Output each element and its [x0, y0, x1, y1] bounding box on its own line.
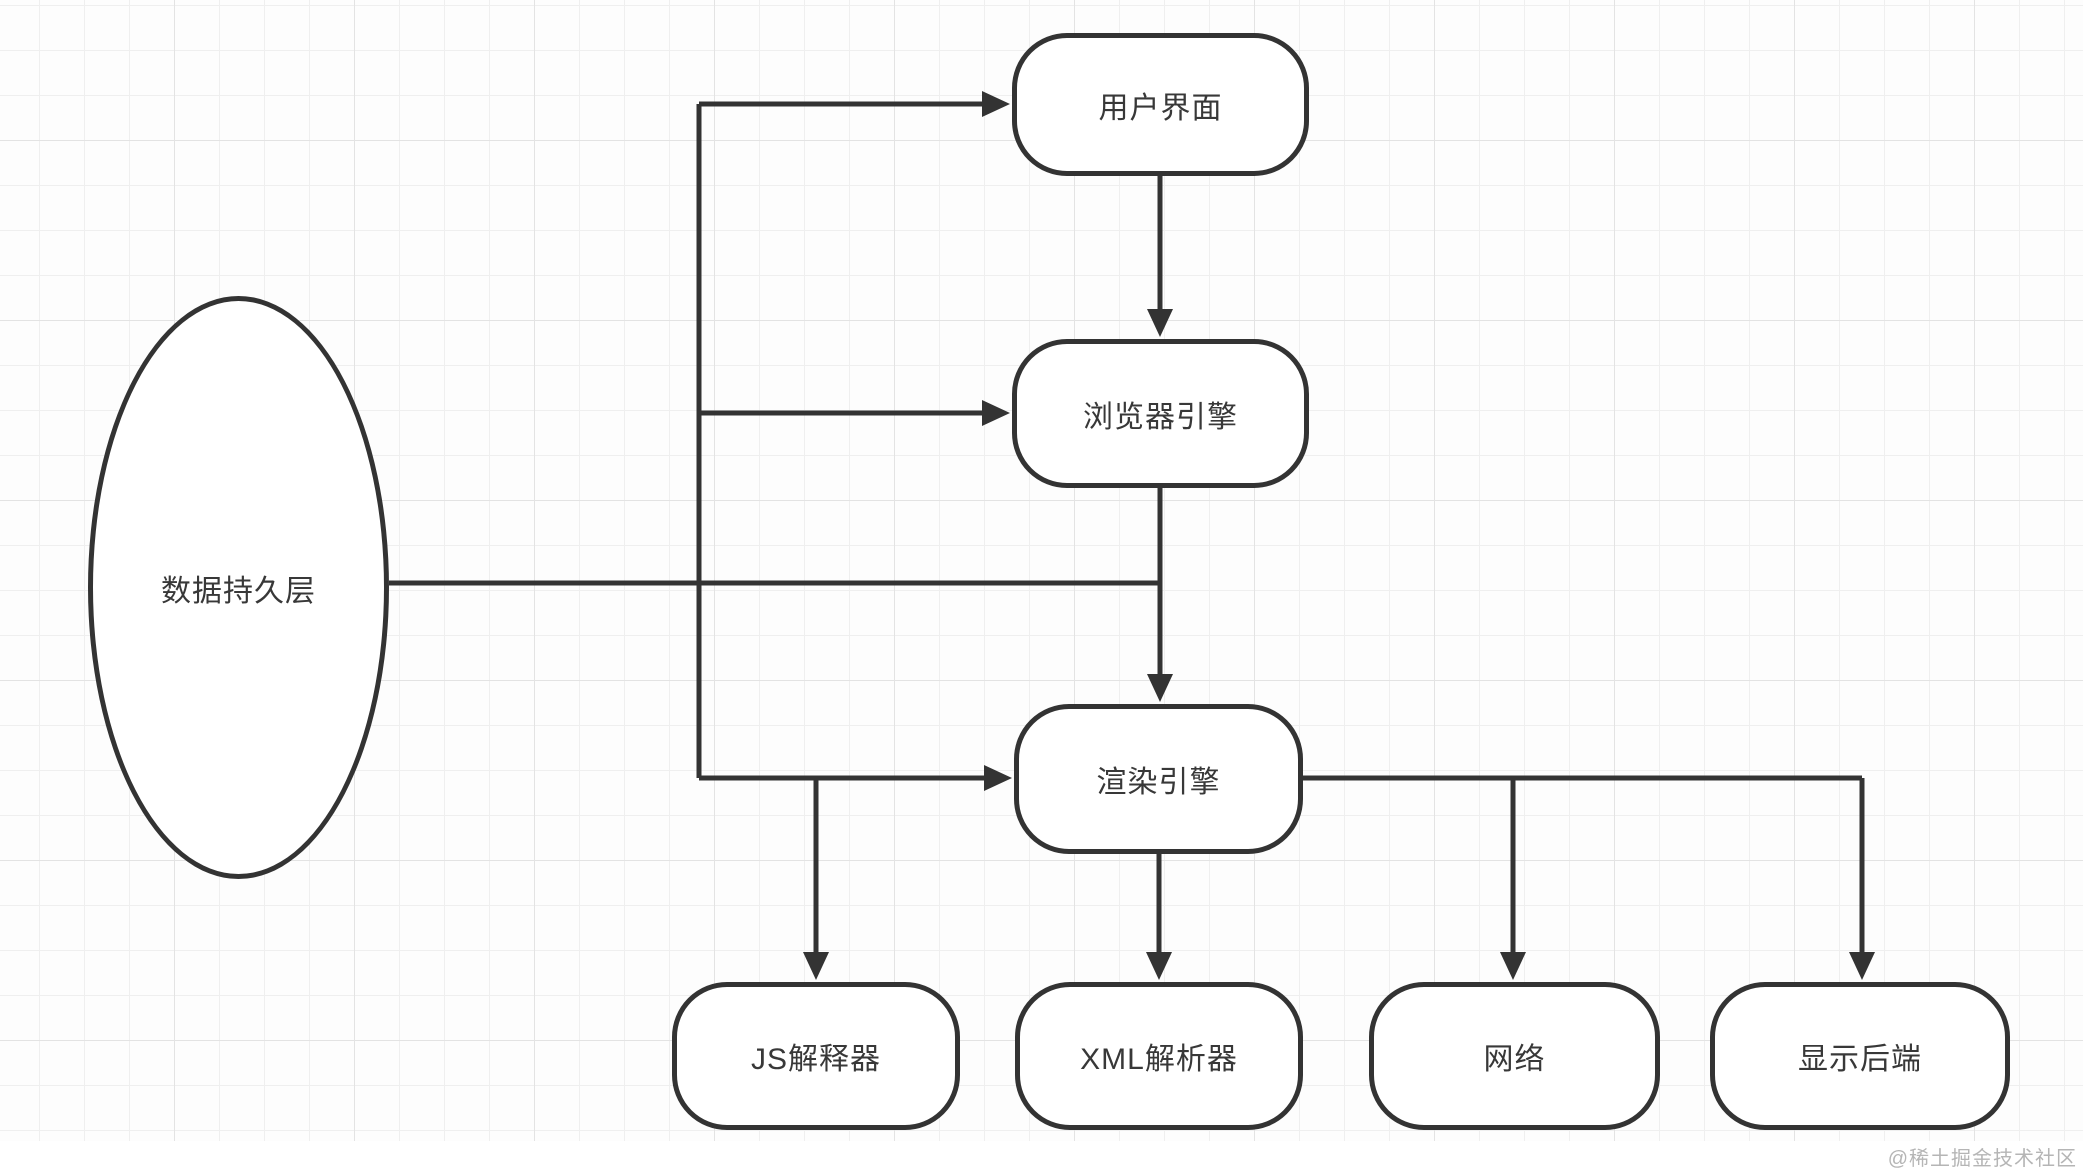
- arrowhead-xml-parser: [1146, 952, 1172, 980]
- node-user-interface: 用户界面: [1012, 33, 1309, 176]
- node-xml-parser: XML解析器: [1015, 982, 1303, 1130]
- watermark-text: @稀土掘金技术社区: [1887, 1148, 2077, 1170]
- arrowhead-down-rendering-engine: [1147, 674, 1173, 702]
- arrowhead-down-browser-engine: [1147, 309, 1173, 337]
- arrowhead-user-interface: [982, 91, 1010, 117]
- arrowhead-display-backend: [1849, 952, 1875, 980]
- node-label: XML解析器: [1080, 1043, 1238, 1076]
- node-label: JS解释器: [750, 1043, 881, 1076]
- node-label: 显示后端: [1798, 1043, 1922, 1076]
- node-network: 网络: [1369, 982, 1660, 1130]
- bottom-white-strip: [0, 1141, 2083, 1175]
- node-label: 网络: [1483, 1043, 1546, 1076]
- arrowhead-network: [1500, 952, 1526, 980]
- node-data-persistence-layer: 数据持久层: [88, 296, 389, 879]
- node-js-interpreter: JS解释器: [672, 982, 960, 1130]
- node-label: 数据持久层: [161, 574, 316, 608]
- node-label: 浏览器引擎: [1083, 400, 1238, 434]
- node-rendering-engine: 渲染引擎: [1014, 704, 1303, 854]
- node-display-backend: 显示后端: [1710, 982, 2010, 1130]
- node-label: 渲染引擎: [1096, 766, 1221, 799]
- node-browser-engine: 浏览器引擎: [1012, 339, 1309, 488]
- arrowhead-js-interpreter: [803, 952, 829, 980]
- arrowhead-rendering-engine: [984, 765, 1012, 791]
- node-label: 用户界面: [1098, 91, 1223, 125]
- arrowhead-browser-engine: [982, 400, 1010, 426]
